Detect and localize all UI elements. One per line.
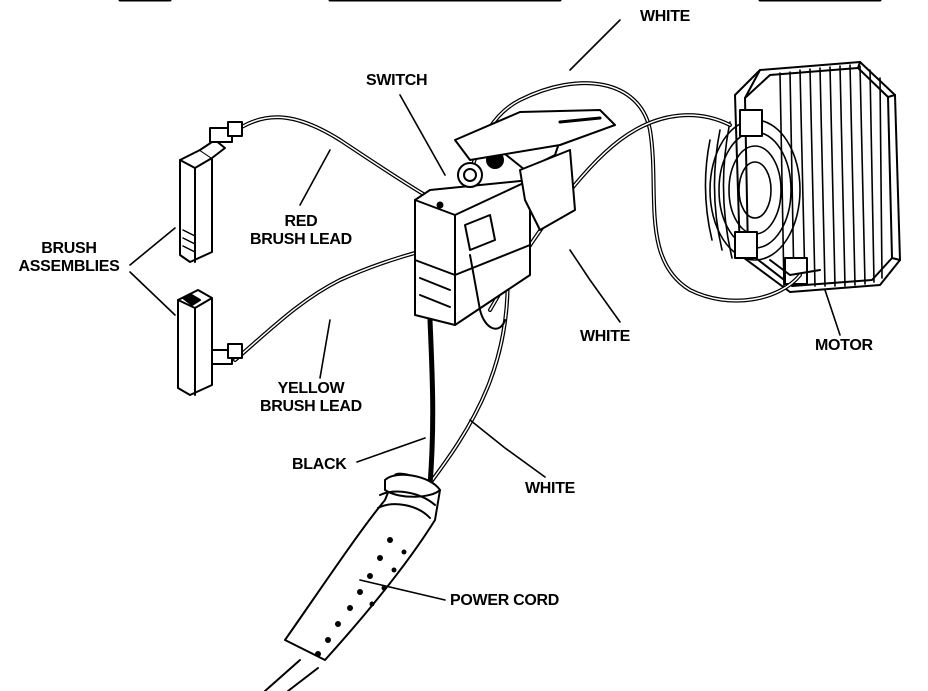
label-yellow-brush-lead-line1: YELLOW xyxy=(277,380,345,397)
label-yellow-brush-lead-line2: BRUSH LEAD xyxy=(260,398,362,415)
label-brush-assemblies-line1: BRUSH xyxy=(41,240,97,257)
label-power-cord: POWER CORD xyxy=(450,592,560,609)
label-white-mid: WHITE xyxy=(580,328,631,345)
motor xyxy=(704,61,901,293)
label-white-low: WHITE xyxy=(525,480,576,497)
label-brush-assemblies: BRUSH ASSEMBLIES xyxy=(6,240,132,276)
brush-assembly-upper xyxy=(179,121,243,263)
switch xyxy=(414,109,616,330)
label-motor: MOTOR xyxy=(815,337,873,354)
brush-assembly-lower xyxy=(177,289,243,396)
leader-lines xyxy=(129,19,841,601)
label-red-brush-lead: RED BRUSH LEAD xyxy=(242,213,360,249)
label-switch: SWITCH xyxy=(366,72,428,89)
label-yellow-brush-lead: YELLOW BRUSH LEAD xyxy=(252,380,370,416)
power-cord xyxy=(264,472,441,691)
label-black: BLACK xyxy=(292,456,347,473)
red-brush-lead-wire xyxy=(238,115,427,197)
label-white-top: WHITE xyxy=(640,8,691,25)
label-brush-assemblies-line2: ASSEMBLIES xyxy=(18,258,120,275)
black-wire xyxy=(427,317,436,488)
label-red-brush-lead-line2: BRUSH LEAD xyxy=(250,231,352,248)
label-red-brush-lead-line1: RED xyxy=(284,213,318,230)
